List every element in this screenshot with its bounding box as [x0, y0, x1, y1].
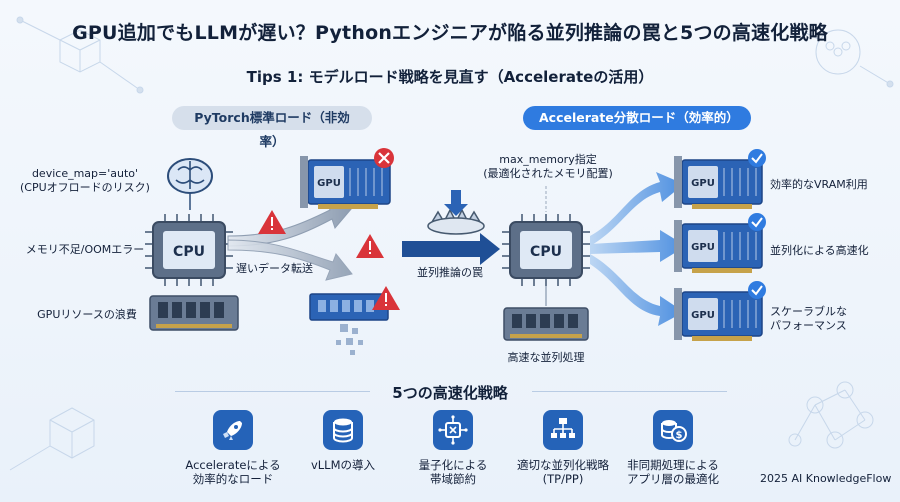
- tip-subtitle: Tips 1: モデルロード戦略を見直す（Accelerateの活用）: [246, 68, 654, 86]
- benefit-speed-label: 並列化による高速化: [770, 244, 869, 257]
- brain-icon: [167, 158, 213, 210]
- strategy-label-vllm: vLLMの導入: [273, 458, 413, 472]
- check-icon: [748, 213, 766, 231]
- strategies-title: 5つの高速化戦略: [392, 384, 508, 402]
- strategy-line: vLLMの導入: [310, 458, 376, 472]
- page-title: GPU追加でもLLMが遅い？Pythonエンジニアが陥る並列推論の罠と5つの高速…: [72, 22, 828, 44]
- footer-credit: 2025 AI KnowledgeFlow: [760, 472, 892, 485]
- benefit-scalable-label: スケーラブルな パフォーマンス: [770, 305, 890, 333]
- cpu-label-right: CPU: [530, 244, 562, 260]
- ram-module-left: [149, 295, 239, 331]
- warning-icon: [258, 210, 286, 234]
- check-icon: [748, 149, 766, 167]
- check-icon: [748, 281, 766, 299]
- cpu-chip-left: [145, 214, 233, 286]
- max-memory-note: (最適化されたメモリ配置): [483, 167, 613, 180]
- svg-text:$: $: [676, 430, 683, 441]
- device-map-code: device_map='auto': [31, 167, 139, 180]
- benefit-scalable-line1: スケーラブルな: [770, 305, 847, 318]
- device-map-note: (CPUオフロードのリスク): [20, 181, 150, 194]
- slow-transfer-label: 遅いデータ転送: [236, 262, 313, 275]
- pytorch-standard-header: PyTorch標準ロード（非効率）: [172, 106, 372, 149]
- strategy-line: 適切な並列化戦略: [517, 458, 609, 472]
- hierarchy-icon: [543, 410, 583, 450]
- strategy-line: 非同期処理による: [627, 458, 719, 472]
- section-divider-left: [175, 391, 370, 392]
- section-divider-right: [532, 391, 727, 392]
- gpu-card-right-3: [674, 288, 763, 341]
- gpu-label-left: GPU: [317, 178, 341, 189]
- warning-icon: [356, 234, 384, 258]
- max-memory-code: max_memory指定: [499, 153, 597, 166]
- strategy-line: アプリ層の最適化: [627, 472, 719, 486]
- gpu-label-right-3: GPU: [691, 310, 715, 321]
- trap-label: 並列推論の罠: [417, 266, 483, 279]
- strategy-line: 効率的なロード: [192, 472, 274, 486]
- chip-icon: [433, 410, 473, 450]
- bear-trap-icon: [427, 190, 485, 235]
- strategy-line: 量子化による: [418, 458, 488, 472]
- fast-parallel-label: 高速な並列処理: [507, 351, 585, 364]
- benefit-vram-label: 効率的なVRAM利用: [770, 178, 868, 191]
- device-map-label: device_map='auto' (CPUオフロードのリスク): [20, 167, 150, 195]
- strategy-label-quantization: 量子化による 帯域節約: [383, 458, 523, 486]
- gpu-card-right-1: [674, 156, 763, 209]
- gpu-card-left: [300, 156, 391, 209]
- cpu-label-left: CPU: [173, 244, 205, 260]
- gpu-label-right-1: GPU: [691, 178, 715, 189]
- max-memory-label: max_memory指定 (最適化されたメモリ配置): [478, 153, 618, 181]
- ram-module-right: [503, 307, 589, 341]
- load-strategy-diagram: CPU GPU: [145, 148, 766, 355]
- rocket-icon: [213, 410, 253, 450]
- database-icon: [323, 410, 363, 450]
- strategy-label-accelerate: Accelerateによる 効率的なロード: [163, 458, 303, 486]
- gpu-waste-label: GPUリソースの浪費: [37, 308, 137, 321]
- gpu-card-right-2: [674, 220, 763, 273]
- coins-icon: $: [653, 410, 693, 450]
- warning-icon: [372, 286, 400, 310]
- strategy-line: (TP/PP): [542, 472, 584, 486]
- benefit-scalable-line2: パフォーマンス: [770, 319, 847, 332]
- error-x-icon: [374, 148, 394, 168]
- strategy-label-async: 非同期処理による アプリ層の最適化: [603, 458, 743, 486]
- accelerate-header: Accelerate分散ロード（効率的）: [523, 106, 751, 130]
- efficient-transfer-arrows: [590, 172, 686, 326]
- strategy-label-parallel: 適切な並列化戦略 (TP/PP): [493, 458, 633, 486]
- strategy-line: Accelerateによる: [185, 458, 281, 472]
- gpu-label-right-2: GPU: [691, 242, 715, 253]
- cpu-chip-right: [502, 214, 590, 286]
- strategy-line: 帯域節約: [430, 472, 476, 486]
- main-transition-arrow: [402, 233, 500, 265]
- oom-error-label: メモリ不足/OOMエラー: [25, 243, 145, 256]
